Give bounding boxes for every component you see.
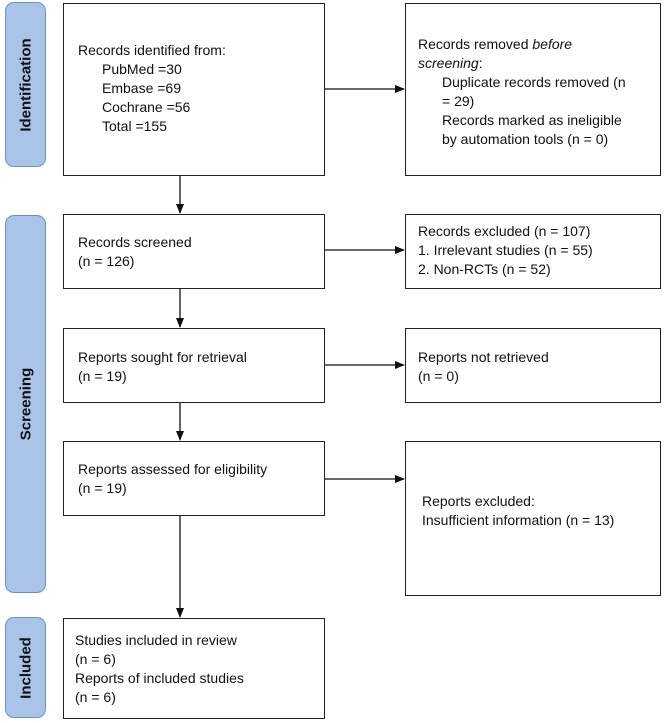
records-screened-box: Records screened (n = 126): [63, 214, 325, 289]
studies-included-label: Studies included in review: [75, 632, 237, 648]
studies-included-count: (n = 6): [75, 651, 116, 667]
phase-identification: Identification: [5, 2, 46, 167]
embase-count: Embase =69: [102, 80, 181, 96]
records-excluded-box: Records excluded (n = 107) 1. Irrelevant…: [405, 214, 661, 289]
records-excluded-heading: Records excluded (n = 107): [418, 223, 591, 239]
phase-screening: Screening: [5, 215, 46, 593]
records-screened-count: (n = 126): [78, 253, 135, 269]
automation-line2: by automation tools (n = 0): [442, 131, 609, 147]
reports-sought-count: (n = 19): [78, 368, 127, 384]
records-screened-label: Records screened: [78, 234, 192, 250]
reports-not-retrieved-label: Reports not retrieved: [418, 349, 549, 365]
phase-included: Included: [5, 617, 46, 718]
reports-excluded-reason: Insufficient information (n = 13): [422, 512, 615, 528]
non-rcts: 2. Non-RCTs (n = 52): [418, 261, 551, 277]
records-removed-heading: Records removed before: [418, 36, 573, 52]
reports-sought-label: Reports sought for retrieval: [78, 349, 247, 365]
studies-included-box: Studies included in review (n = 6) Repor…: [63, 618, 325, 719]
cochrane-count: Cochrane =56: [102, 99, 191, 115]
reports-sought-box: Reports sought for retrieval (n = 19): [63, 328, 325, 403]
reports-assessed-label: Reports assessed for eligibility: [78, 461, 268, 477]
reports-not-retrieved-box: Reports not retrieved (n = 0): [405, 328, 661, 403]
irrelevant-studies: 1. Irrelevant studies (n = 55): [418, 242, 593, 258]
records-removed-box: Records removed before screening: Duplic…: [405, 3, 661, 176]
duplicate-records-line2: = 29): [442, 93, 475, 109]
reports-assessed-box: Reports assessed for eligibility (n = 19…: [63, 441, 325, 516]
duplicate-records-line1: Duplicate records removed (n: [442, 74, 626, 90]
reports-excluded-box: Reports excluded: Insufficient informati…: [405, 441, 661, 596]
reports-assessed-count: (n = 19): [78, 480, 127, 496]
reports-not-retrieved-count: (n = 0): [418, 368, 459, 384]
records-identified-heading: Records identified from:: [78, 42, 226, 58]
records-identified-box: Records identified from: PubMed =30 Emba…: [63, 3, 325, 176]
records-removed-heading-cont: screening:: [418, 55, 483, 71]
reports-included-count: (n = 6): [75, 689, 116, 705]
reports-included-label: Reports of included studies: [75, 670, 244, 686]
reports-excluded-heading: Reports excluded:: [422, 493, 535, 509]
automation-line1: Records marked as ineligible: [442, 112, 622, 128]
pubmed-count: PubMed =30: [102, 61, 182, 77]
total-count: Total =155: [102, 118, 167, 134]
